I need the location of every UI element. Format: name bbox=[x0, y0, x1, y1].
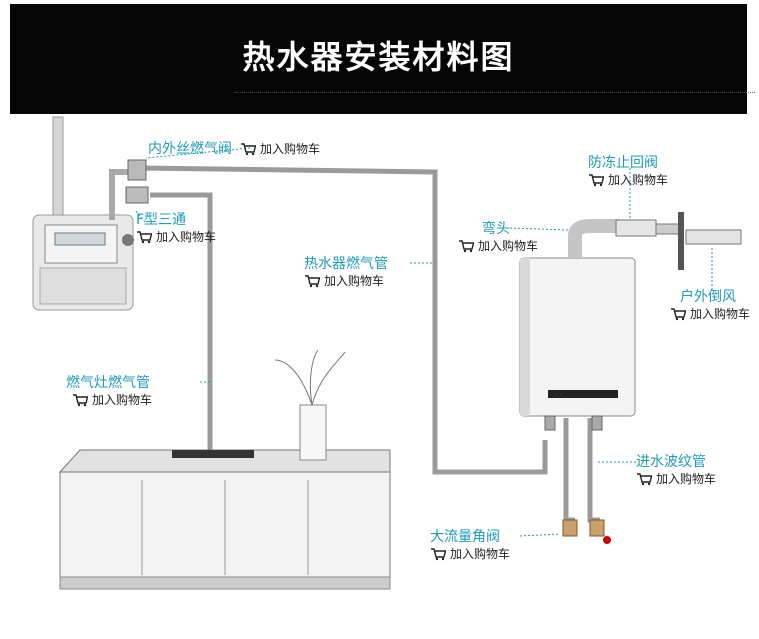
callout-windproof: 户外倒风 加入购物车 bbox=[670, 288, 750, 322]
cart-label: 加入购物车 bbox=[260, 142, 321, 156]
cart-icon bbox=[637, 473, 652, 486]
cart-label: 加入购物车 bbox=[156, 230, 217, 244]
cart-label: 加入购物车 bbox=[450, 547, 511, 561]
cart-icon bbox=[671, 308, 686, 321]
add-to-cart-elbow[interactable]: 加入购物车 bbox=[458, 238, 538, 254]
callout-antifreeze: 防冻止回阀 加入购物车 bbox=[588, 154, 668, 188]
gas-valve-part bbox=[125, 159, 149, 204]
add-to-cart-inlet[interactable]: 加入购物车 bbox=[636, 471, 716, 487]
callout-angle-valve-label: 大流量角阀 bbox=[430, 529, 500, 545]
add-to-cart-tee[interactable]: 加入购物车 bbox=[136, 229, 216, 245]
header-divider bbox=[235, 92, 755, 95]
angle-valve-part bbox=[562, 519, 611, 544]
kitchen-cabinet bbox=[58, 449, 391, 590]
cart-label: 加入购物车 bbox=[92, 393, 153, 407]
exterior-wall bbox=[678, 212, 684, 270]
page-title: 热水器安装材料图 bbox=[242, 38, 515, 76]
callout-inlet-label: 进水波纹管 bbox=[636, 454, 706, 470]
add-to-cart-windproof[interactable]: 加入购物车 bbox=[670, 306, 750, 322]
heater-gas-line bbox=[139, 165, 548, 475]
gas-meter bbox=[32, 214, 134, 311]
leader-lines bbox=[134, 147, 713, 537]
callout-heater-pipe: 热水器燃气管 加入购物车 bbox=[304, 255, 388, 289]
cart-icon bbox=[73, 394, 88, 407]
cart-label: 加入购物车 bbox=[608, 173, 669, 187]
add-to-cart-heater-pipe[interactable]: 加入购物车 bbox=[304, 273, 388, 289]
callout-windproof-label: 户外倒风 bbox=[680, 289, 736, 305]
callout-antifreeze-label: 防冻止回阀 bbox=[588, 155, 658, 171]
add-to-cart-antifreeze[interactable]: 加入购物车 bbox=[588, 172, 668, 188]
stove-gas-line bbox=[150, 192, 213, 452]
add-to-cart-angle-valve[interactable]: 加入购物车 bbox=[430, 546, 510, 562]
cart-label: 加入购物车 bbox=[478, 239, 539, 253]
add-to-cart-valve[interactable]: 加入购物车 bbox=[240, 141, 320, 157]
callout-elbow: 弯头 加入购物车 bbox=[458, 220, 538, 254]
callout-heater-pipe-label: 热水器燃气管 bbox=[304, 256, 388, 272]
header-bar: 热水器安装材料图 bbox=[10, 4, 755, 114]
cart-icon bbox=[431, 548, 446, 561]
vase-plant bbox=[274, 349, 346, 461]
flue-elbow bbox=[568, 219, 620, 258]
callout-angle-valve: 大流量角阀 加入购物车 bbox=[430, 528, 510, 562]
water-heater: · · bbox=[519, 257, 636, 417]
callout-stove-pipe-label: 燃气灶燃气管 bbox=[66, 375, 150, 391]
callout-stove-pipe: 燃气灶燃气管 加入购物车 bbox=[66, 374, 152, 408]
callout-inlet: 进水波纹管 加入购物车 bbox=[636, 453, 716, 487]
antifreeze-valve-part bbox=[615, 219, 657, 237]
callout-elbow-label: 弯头 bbox=[482, 221, 510, 237]
callout-valve-label: 内外丝燃气阀 bbox=[148, 141, 232, 157]
svg-text:· ·: · · bbox=[555, 391, 562, 399]
cart-icon bbox=[241, 143, 256, 156]
add-to-cart-stove-pipe[interactable]: 加入购物车 bbox=[72, 392, 152, 408]
cart-icon bbox=[305, 275, 320, 288]
callout-tee: F型三通 加入购物车 bbox=[136, 211, 216, 245]
cart-label: 加入购物车 bbox=[690, 307, 751, 321]
cart-label: 加入购物车 bbox=[324, 274, 385, 288]
callout-tee-label: F型三通 bbox=[136, 212, 187, 228]
windproof-cap bbox=[685, 229, 742, 245]
cart-label: 加入购物车 bbox=[656, 472, 717, 486]
cart-icon bbox=[589, 174, 604, 187]
cart-icon bbox=[137, 231, 152, 244]
callout-valve: 内外丝燃气阀 加入购物车 bbox=[148, 140, 320, 158]
cart-icon bbox=[459, 240, 474, 253]
